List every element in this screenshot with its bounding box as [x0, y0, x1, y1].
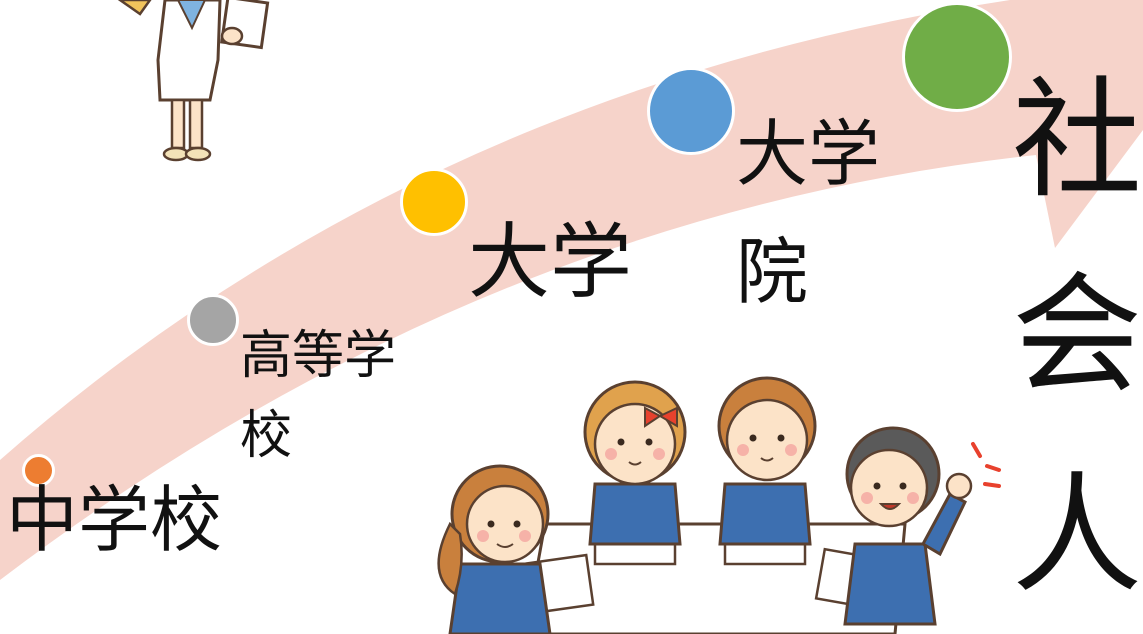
stage-label-working-adult-1: 社 [1012, 64, 1143, 216]
stage-label-graduate-school-line1: 大学 [736, 112, 881, 196]
stage-dot-junior-high [22, 454, 55, 487]
students-studying-illustration [437, 376, 1001, 634]
stage-label-high-school-line1: 高等学 [240, 326, 397, 386]
stage-dot-graduate-school [647, 67, 735, 155]
stage-label-high-school-line2: 校 [240, 406, 293, 466]
stage-label-working-adult-2: 会 [1012, 259, 1143, 411]
stage-label-junior-high: 中学校 [6, 478, 223, 562]
stage-label-graduate-school-line2: 院 [736, 230, 809, 314]
stage-label-working-adult-3: 人 [1012, 459, 1143, 611]
stage-dot-working-adult [902, 2, 1012, 112]
teacher-illustration [117, 0, 270, 162]
stage-dot-high-school [187, 294, 239, 346]
stage-dot-university [400, 168, 468, 236]
stage-label-university: 大学 [468, 215, 633, 310]
